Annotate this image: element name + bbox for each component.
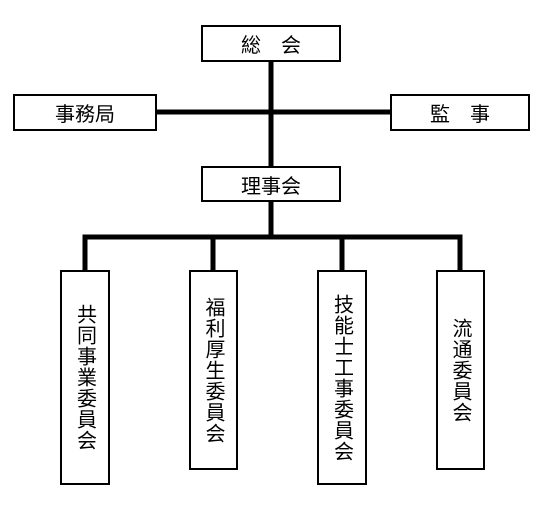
node-joint-business-committee: 共同事業委員会: [60, 270, 110, 485]
node-label: 共同事業委員会: [73, 304, 98, 451]
node-general-meeting: 総 会: [201, 25, 341, 62]
node-distribution-committee: 流通委員会: [436, 270, 485, 470]
node-welfare-committee: 福利厚生委員会: [189, 270, 238, 470]
node-technician-committee: 技能士工事委員会: [317, 270, 367, 485]
node-auditor: 監 事: [390, 94, 530, 131]
node-label: 総 会: [241, 33, 301, 57]
node-label: 技能士工事委員会: [330, 293, 355, 462]
node-label: 福利厚生委員会: [202, 296, 226, 444]
node-label: 流通委員会: [449, 317, 473, 423]
node-label: 理事会: [241, 173, 301, 198]
node-board: 理事会: [201, 166, 341, 202]
node-secretariat: 事務局: [13, 94, 157, 131]
node-label: 事務局: [55, 102, 115, 126]
node-label: 監 事: [430, 102, 490, 126]
